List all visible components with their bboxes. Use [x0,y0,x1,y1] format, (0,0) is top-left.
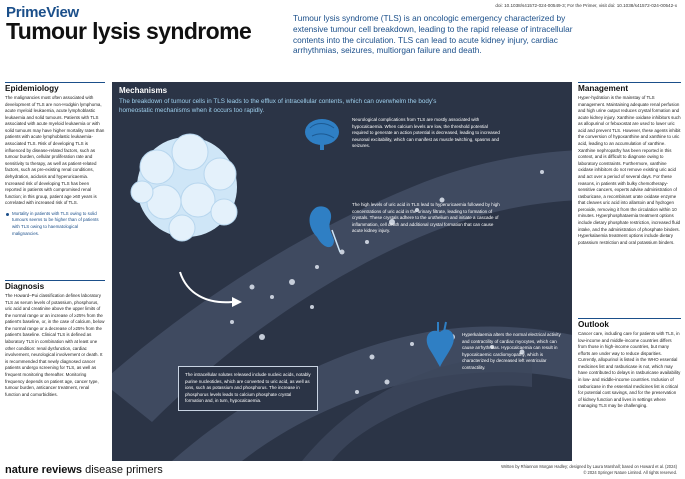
mechanisms-panel: Mechanisms The breakdown of tumour cells… [112,82,572,461]
diagnosis-section: Diagnosis The Howard–Pui classification … [5,282,105,398]
epidemiology-body: The malignancies most often associated w… [5,95,105,206]
epidemiology-bullet: Mortality in patients with TLS owing to … [5,211,105,237]
mechanisms-heading: Mechanisms [119,86,168,95]
management-section: Management Hyper-hydration is the mainst… [578,84,681,246]
brand-title: PrimeView [6,4,79,21]
blood-vessel-lower [172,326,572,461]
journal-logo: nature reviews disease primers [5,464,163,476]
journal-logo-light: disease primers [82,464,163,476]
epidemiology-heading: Epidemiology [5,84,59,93]
blood-vessel-upper [112,150,572,422]
epidemiology-section: Epidemiology The malignancies most often… [5,84,105,237]
heart-illustration [426,321,454,367]
diagnosis-heading: Diagnosis [5,282,45,291]
outlook-body: Cancer care, including care for patients… [578,331,681,409]
kidney-illustration [309,206,341,253]
mechanisms-lead: The breakdown of tumour cells in TLS lea… [119,98,437,114]
cardiac-callout: Hyperkalaemia alters the normal electric… [462,332,561,370]
renal-callout: The high levels of uric acid in TLS lead… [352,202,500,234]
divider-left-mid [5,280,105,281]
release-callout: The intracellular solutes released inclu… [178,366,318,411]
efflux-arrowhead [232,297,242,307]
diagnosis-body: The Howard–Pui classification defines la… [5,293,105,397]
credit-copyright: © 2024 Springer Nature Limited. All righ… [583,470,677,476]
outlook-section: Outlook Cancer care, including care for … [578,320,681,410]
page-title: Tumour lysis syndrome [6,18,252,44]
management-heading: Management [578,84,629,93]
brain-illustration [305,119,339,150]
credit-block: Written by Rhiannon Morgan Hadley; desig… [447,464,677,477]
credit-authors: Written by Rhiannon Morgan Hadley; desig… [501,464,677,469]
tumour-cell-cluster [130,133,238,242]
doi-line: doi: 10.1038/s41572-024-00549-3; For the… [495,3,677,8]
intro-text: Tumour lysis syndrome (TLS) is an oncolo… [293,13,573,56]
mechanisms-illustration [112,119,572,461]
efflux-arrow [179,271,233,304]
divider-left-top [5,82,105,83]
outlook-heading: Outlook [578,320,609,329]
management-body: Hyper-hydration is the mainstay of TLS m… [578,95,681,245]
divider-right-top [578,82,681,83]
blood-vessel-branch [302,358,532,461]
journal-logo-bold: nature reviews [5,464,83,476]
neuro-callout: Neurological complications from TLS are … [352,117,500,149]
divider-right-mid [578,318,681,319]
